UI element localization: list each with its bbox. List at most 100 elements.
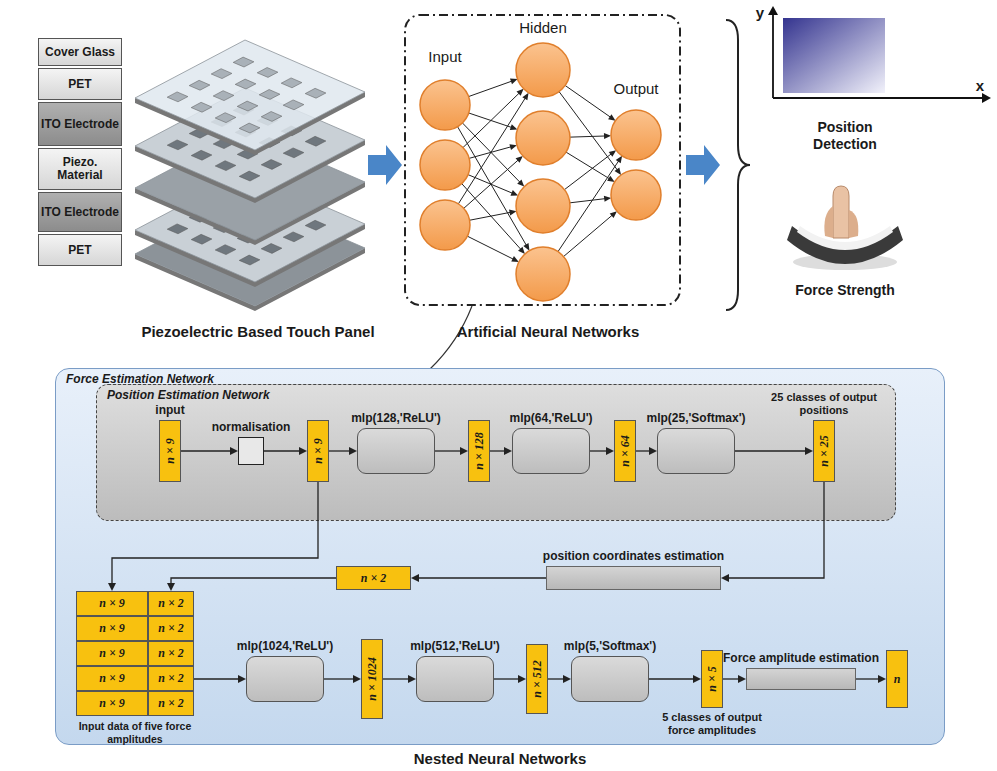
connector-line <box>329 450 350 451</box>
electrode-pad <box>261 160 282 170</box>
electrode-pad <box>215 113 236 123</box>
block-label: 25 classes of output positions <box>768 391 880 417</box>
tensor-shape: n × 64 <box>618 435 633 467</box>
block-label: mlp(5,'Softmax') <box>564 639 656 653</box>
neuron <box>420 80 470 130</box>
connector-line <box>181 450 231 451</box>
arrowhead <box>108 583 116 591</box>
table-cell: n × 2 <box>148 666 194 691</box>
tensor-shape: n × 9 <box>99 696 125 711</box>
process-box: Force amplitude estimation <box>746 668 856 690</box>
synapse <box>469 113 512 127</box>
connector-line <box>590 450 607 451</box>
arrowhead <box>504 447 512 455</box>
neuron <box>516 43 570 97</box>
output-label: Position Detection <box>790 119 900 153</box>
connector-line <box>548 678 564 679</box>
layer-name: Hidden <box>519 19 567 36</box>
tensor-bar: n × 2 <box>336 566 411 590</box>
tensor-shape: n × 2 <box>158 696 184 711</box>
process-box: position coordinates estimation <box>546 566 721 590</box>
electrode-pad <box>261 244 282 254</box>
electrode-pad <box>259 90 280 100</box>
neuron <box>516 179 570 233</box>
section-label: Piezoelectric Based Touch Panel <box>141 323 374 340</box>
connector-line <box>435 450 461 451</box>
layer-name: Output <box>613 80 658 97</box>
synapse <box>469 81 512 96</box>
axes <box>768 6 991 103</box>
block-label: mlp(25,'Softmax') <box>646 411 745 425</box>
synapse <box>570 199 605 203</box>
synapse <box>565 85 610 117</box>
electrode-pad <box>239 255 260 265</box>
synapse-head <box>510 124 518 130</box>
connector <box>490 447 512 455</box>
connector <box>856 675 886 683</box>
electrode-pad <box>283 148 304 158</box>
connector <box>494 675 526 683</box>
electrode-pad <box>305 136 326 146</box>
arrowhead <box>693 675 701 683</box>
connector-line <box>194 678 239 679</box>
mlp-box: mlp(512,'ReLU') <box>416 656 494 702</box>
block-label: 5 classes of output force amplitudes <box>656 711 768 737</box>
connector-line <box>494 678 519 679</box>
tensor-shape: n × 9 <box>163 438 178 464</box>
tensor-bar: 25 classes of output positionsn × 25 <box>813 420 835 482</box>
tensor-shape: n × 2 <box>361 571 387 586</box>
layer-box: Piezo. Material <box>38 148 122 190</box>
synapse-head <box>609 150 616 157</box>
connector-line <box>723 678 739 679</box>
flow-arrow <box>368 145 402 185</box>
electrode-pad <box>305 88 326 98</box>
layer-box: ITO Electrode <box>38 192 122 232</box>
tensor-shape: n × 512 <box>530 660 545 698</box>
connector-line <box>418 577 546 578</box>
ann-frame <box>405 15 680 305</box>
connector <box>723 675 746 683</box>
arrowhead <box>299 447 307 455</box>
synapse-head <box>516 89 523 96</box>
synapse-head <box>510 190 518 196</box>
electrode-pad <box>191 234 212 244</box>
mlp-box: mlp(64,'ReLU') <box>512 428 590 474</box>
tensor-shape: n × 9 <box>311 438 326 464</box>
tensor-bar: n <box>886 650 908 708</box>
synapse-head <box>511 256 519 262</box>
synapse-head <box>523 243 529 251</box>
brace <box>726 20 750 310</box>
arrowhead <box>878 675 886 683</box>
synapse-head <box>608 114 615 120</box>
connector-line <box>490 450 505 451</box>
synapse <box>464 160 519 208</box>
neuron <box>611 170 661 220</box>
synapse-head <box>510 79 518 85</box>
touch-panel-illustration <box>135 40 365 311</box>
connector <box>383 675 416 683</box>
tensor-shape: n × 9 <box>99 671 125 686</box>
electrode-pad <box>167 140 188 150</box>
electrode-pad <box>167 224 188 234</box>
tensor-shape: n × 9 <box>99 621 125 636</box>
tensor-shape: n × 9 <box>99 646 125 661</box>
layer-label: PET <box>68 244 91 257</box>
connector <box>167 578 336 591</box>
table-cell: n × 2 <box>148 616 194 641</box>
section-label: Artificial Neural Networks <box>457 323 640 340</box>
electrode-pad <box>281 78 302 88</box>
layer-box: Cover Glass <box>38 38 122 66</box>
electrode-pad <box>215 245 236 255</box>
arrowhead <box>353 675 361 683</box>
neuron <box>420 140 470 190</box>
layer-label: ITO Electrode <box>41 118 119 131</box>
connector <box>636 447 657 455</box>
connector-line <box>171 578 336 584</box>
arrowhead <box>238 675 246 683</box>
electrode-pad <box>235 79 256 89</box>
tensor-shape: n <box>894 672 901 687</box>
mlp-box: mlp(5,'Softmax') <box>571 656 649 702</box>
synapse-head <box>516 156 523 163</box>
tensor-bar: n × 128 <box>468 420 490 482</box>
